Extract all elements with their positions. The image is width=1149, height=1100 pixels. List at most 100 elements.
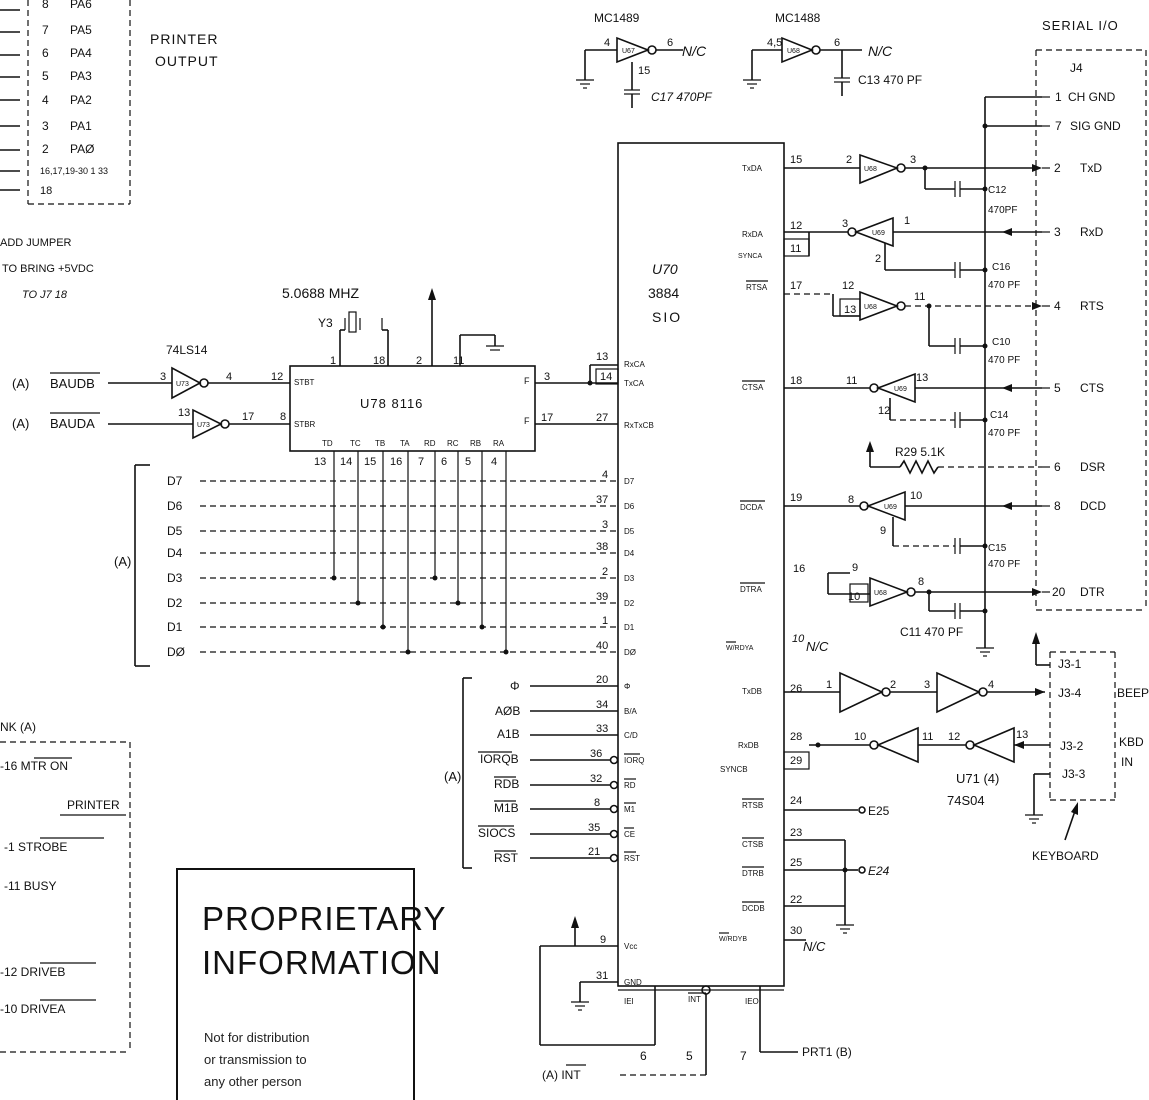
u69-label: U69 xyxy=(894,386,907,393)
printer-signal: PAØ xyxy=(70,142,94,156)
j4-pin: 4 xyxy=(1054,299,1061,313)
gate-pin: 10 xyxy=(854,731,866,743)
printer-pin: 3 xyxy=(42,119,49,133)
pin-label: 13 xyxy=(178,407,190,419)
u71-label: U71 (4) xyxy=(956,771,999,786)
sio-right-label: DTRA xyxy=(740,585,762,594)
databus-line-label: D4 xyxy=(167,546,183,560)
svg-text:4: 4 xyxy=(604,37,610,49)
sio-pin-num: 36 xyxy=(590,748,602,760)
control-line-label: RST xyxy=(494,851,519,865)
proprietary-subtitle: INFORMATION xyxy=(202,944,442,981)
sio-pin-num: 6 xyxy=(640,1049,647,1063)
u78-pin-name: TA xyxy=(400,439,410,448)
input-a: (A) xyxy=(12,376,29,391)
sio-right-pin: 29 xyxy=(790,755,802,767)
control-line-label: AØB xyxy=(495,704,520,718)
gate-pin: 1 xyxy=(904,215,910,227)
control-line-label: M1B xyxy=(494,801,519,815)
cap-label: C11 470 PF xyxy=(900,625,963,639)
sio-rxca: RxCA xyxy=(624,360,646,369)
gate-pin: 13 xyxy=(1016,729,1028,741)
lower-left-signal: -11 BUSY xyxy=(4,879,56,893)
lower-left-header: NK (A) xyxy=(0,720,36,734)
j3-pin: J3-2 xyxy=(1060,739,1084,753)
sio-left-label: Φ xyxy=(624,682,630,691)
gate-pin: 13 xyxy=(916,372,928,384)
sio-pin-num: 4 xyxy=(602,469,608,481)
lower-left-connector: NK (A) -16 MTR ON PRINTER -1 STROBE -11 … xyxy=(0,720,131,1053)
j4-signal: RTS xyxy=(1080,299,1104,313)
u78-top-pin: 2 xyxy=(416,355,422,367)
sio-right-pin: 30 xyxy=(790,925,802,937)
lower-left-signal: -16 MTR ON xyxy=(0,759,68,773)
sio-left-label: B/A xyxy=(624,707,638,716)
u78-pin-num: 4 xyxy=(491,456,497,468)
sio-left-label: RD xyxy=(624,781,636,790)
u78-pin-name: TC xyxy=(350,439,361,448)
u78-label: U78 8116 xyxy=(360,396,423,411)
cap-label: C16 xyxy=(992,262,1011,273)
keyboard-section: 1 2 3 4 10 11 12 13 U71 (4) 74S04 J3-1 J… xyxy=(784,632,1149,863)
u78-top-pin: 11 xyxy=(453,355,464,367)
j4-signal: TxD xyxy=(1080,161,1102,175)
spare-gates: MC1489 MC1488 U67 4 6 15 N/C C17 470PF U… xyxy=(576,11,922,108)
sio-txca: TxCA xyxy=(624,379,645,388)
j4-pin: 6 xyxy=(1054,460,1061,474)
keyboard-label: KEYBOARD xyxy=(1032,849,1099,863)
svg-text:6: 6 xyxy=(834,37,840,49)
cap-label: 470 PF xyxy=(988,280,1020,291)
sio-pin-num: 5 xyxy=(686,1049,693,1063)
gate-pin: 11 xyxy=(914,291,925,303)
gate-pin: 3 xyxy=(842,218,848,230)
printer-signal: PA3 xyxy=(70,69,92,83)
databus-line-label: D5 xyxy=(167,524,183,538)
u78-pin-num: 15 xyxy=(364,456,376,468)
serial-io-label: SERIAL I/O xyxy=(1042,18,1119,33)
sio-left-label: IORQ xyxy=(624,756,644,765)
sio-right-label: RTSA xyxy=(746,283,768,292)
u71-part: 74S04 xyxy=(947,793,985,808)
pin-label: 3 xyxy=(160,371,166,383)
baud-rate-generator: 5.0688 MHZ Y3 1 18 2 11 U78 8116 STBT ST… xyxy=(12,285,618,469)
bauda-label: BAUDA xyxy=(50,416,95,431)
sio-right-label: DTRB xyxy=(742,869,764,878)
sio-left-label: D7 xyxy=(624,477,635,486)
kbd-label: KBD xyxy=(1119,735,1144,749)
u68-label: U68 xyxy=(874,590,887,597)
sio-iei: IEI xyxy=(624,997,634,1006)
j4-pin: 1 xyxy=(1055,90,1062,104)
c13-label: C13 470 PF xyxy=(858,73,922,87)
baudb-label: BAUDB xyxy=(50,376,95,391)
sio-right-label: DCDB xyxy=(742,904,765,913)
j4-signal: DCD xyxy=(1080,499,1106,513)
sio-left-label: DØ xyxy=(624,648,636,657)
cap-label: C15 xyxy=(988,543,1007,554)
sio-pin-num: 21 xyxy=(588,846,600,858)
sio-rxtxcb: RxTxCB xyxy=(624,421,654,430)
proprietary-notice: Not for distribution xyxy=(204,1030,310,1045)
u78-pin-name: RB xyxy=(470,439,481,448)
sio-pin-num: 13 xyxy=(596,351,608,363)
pin-label: 12 xyxy=(271,371,283,383)
sio-left-label: D6 xyxy=(624,502,635,511)
sio-part: 3884 xyxy=(648,285,679,301)
e25-label: E25 xyxy=(868,804,890,818)
control-line-label: RDB xyxy=(494,777,519,791)
lower-left-signal: -10 DRIVEA xyxy=(0,1002,65,1016)
u69-label: U69 xyxy=(884,504,897,511)
sio-right-label: RTSB xyxy=(742,801,763,810)
proprietary-stamp: PROPRIETARY INFORMATION Not for distribu… xyxy=(176,868,446,1100)
databus-line-label: DØ xyxy=(167,645,185,659)
u78-pin-name: RC xyxy=(447,439,459,448)
input-a: (A) xyxy=(12,416,29,431)
cap-label: C12 xyxy=(988,185,1007,196)
printer-pin-18: 18 xyxy=(40,185,52,197)
gate-pin: 10 xyxy=(910,490,922,502)
sio-right-label: CTSB xyxy=(742,840,763,849)
control-line-label: Φ xyxy=(510,679,520,693)
j4-pin: 5 xyxy=(1054,381,1061,395)
j4-signal: CH GND xyxy=(1068,90,1116,104)
j4-pin: 7 xyxy=(1055,119,1062,133)
